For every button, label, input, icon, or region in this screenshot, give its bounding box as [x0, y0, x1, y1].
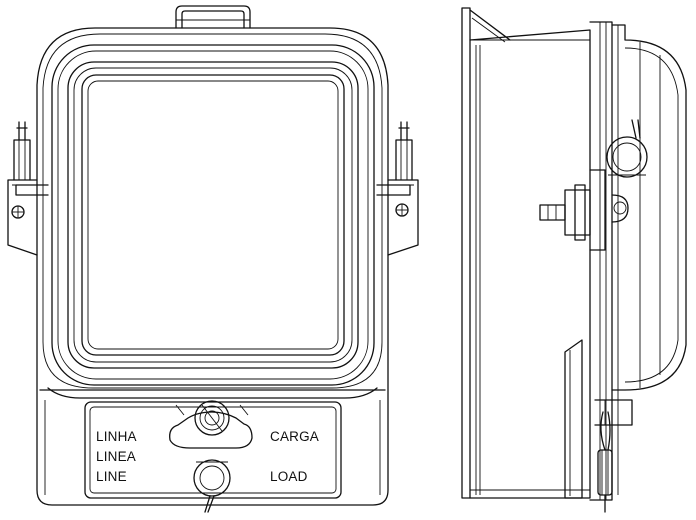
line-label-pt: LINHA	[96, 429, 137, 444]
top-hanger-hook	[175, 5, 251, 29]
right-mounting-bracket	[376, 121, 419, 256]
line-label-es: LINEA	[96, 449, 136, 464]
side-base-plate	[461, 7, 591, 499]
lower-seal-screw	[193, 459, 231, 513]
side-housing	[589, 21, 687, 501]
front-view: LINHA LINEA LINE CARGA LOAD	[7, 5, 419, 513]
upper-seal-screw	[169, 400, 253, 449]
terminal-cover	[39, 387, 386, 499]
left-mounting-bracket	[7, 121, 49, 256]
glass-cover-frame	[51, 44, 375, 386]
meter-body-outline	[36, 27, 389, 506]
display-window	[81, 74, 345, 356]
side-seal-wire	[597, 411, 613, 513]
side-terminal-cover	[564, 339, 633, 499]
side-seal-screw	[606, 119, 648, 178]
load-label-pt: CARGA	[270, 429, 319, 444]
line-label-en: LINE	[96, 469, 127, 484]
side-view	[461, 7, 687, 513]
load-label-en: LOAD	[270, 469, 308, 484]
side-bracket	[539, 169, 629, 251]
